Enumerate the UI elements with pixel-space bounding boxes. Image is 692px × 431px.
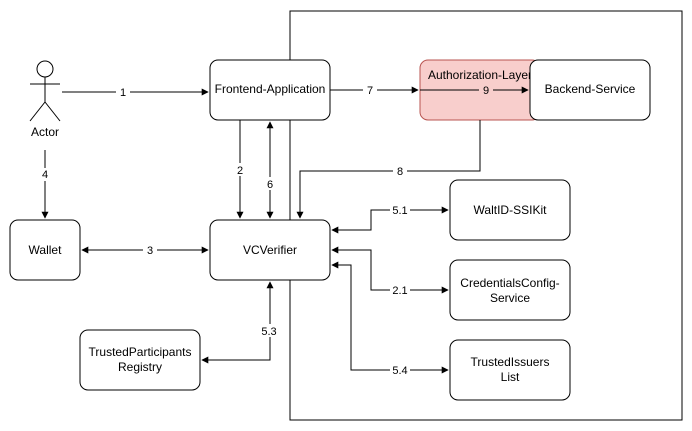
actor-right-leg (44, 101, 61, 122)
edge-5-4-label-bg (390, 363, 410, 376)
edge-5-4 (331, 261, 449, 374)
edge-2-1-label: 2.1 (392, 285, 407, 297)
waltid-label: WaltID-SSIKit (474, 203, 548, 217)
backend-label: Backend-Service (545, 82, 636, 96)
edge-5-4-label: 5.4 (392, 365, 407, 377)
wallet-box (9, 219, 81, 281)
credentials-config-label-line2: Service (490, 291, 530, 305)
trusted-issuers-label-line2: List (501, 370, 520, 384)
trusted-issuers-box (449, 339, 571, 401)
edge-5-3-label-bg (258, 324, 280, 337)
edge-5-1-label-bg (390, 203, 410, 216)
edge-3-label-bg (143, 243, 157, 256)
edge-8 (296, 120, 481, 219)
vcverifier-box (209, 219, 331, 281)
actor-label: Actor (31, 125, 59, 139)
authorization-label: Authorization-Layer (428, 68, 532, 82)
edge-7-label: 7 (367, 85, 373, 97)
edge-5-1-label: 5.1 (392, 205, 407, 217)
backend-box (529, 59, 651, 121)
vcverifier-label: VCVerifier (243, 243, 297, 257)
node-trusted-participants-registry: TrustedParticipants Registry (79, 329, 201, 391)
node-trusted-issuers-list: TrustedIssuers List (449, 339, 571, 401)
edge-2-label-bg (233, 163, 247, 176)
edge-6-label-bg (263, 177, 277, 190)
actor-left-leg (29, 101, 46, 122)
wallet-label: Wallet (29, 243, 63, 257)
edge-8-label-bg (393, 164, 407, 177)
edge-5-3 (201, 281, 274, 364)
edge-8-label: 8 (397, 166, 403, 178)
node-wallet: Wallet (9, 219, 81, 281)
node-waltid-ssikit: WaltID-SSIKit (449, 179, 571, 241)
edge-1-label: 1 (120, 87, 126, 99)
edge-4-label-bg (38, 168, 52, 181)
edge-5-3-label: 5.3 (261, 326, 276, 338)
trusted-issuers-label-line1: TrustedIssuers (471, 355, 550, 369)
edge-3-label: 3 (147, 245, 153, 257)
edge-9-label: 9 (483, 85, 489, 97)
node-frontend-application: Frontend-Application (209, 59, 331, 121)
edge-6-label: 6 (267, 179, 273, 191)
frontend-label: Frontend-Application (215, 82, 326, 96)
edge-1-label-bg (116, 85, 130, 98)
node-credentials-config-service: CredentialsConfig- Service (449, 259, 571, 321)
node-vcverifier: VCVerifier (209, 219, 331, 281)
edge-4-label: 4 (42, 169, 48, 181)
actor-head (36, 60, 54, 78)
edge-7-label-bg (363, 83, 377, 96)
system-boundary (289, 10, 683, 421)
edge-2-label: 2 (237, 165, 243, 177)
actor-figure: Actor (29, 60, 61, 139)
edge-9-label-bg (479, 83, 493, 96)
trusted-participants-label-line1: TrustedParticipants (89, 345, 192, 359)
waltid-box (449, 179, 571, 241)
trusted-participants-box (79, 329, 201, 391)
credentials-config-label-line1: CredentialsConfig- (460, 276, 559, 290)
credentials-config-box (449, 259, 571, 321)
node-backend-service: Backend-Service (529, 59, 651, 121)
trusted-participants-label-line2: Registry (118, 360, 162, 374)
